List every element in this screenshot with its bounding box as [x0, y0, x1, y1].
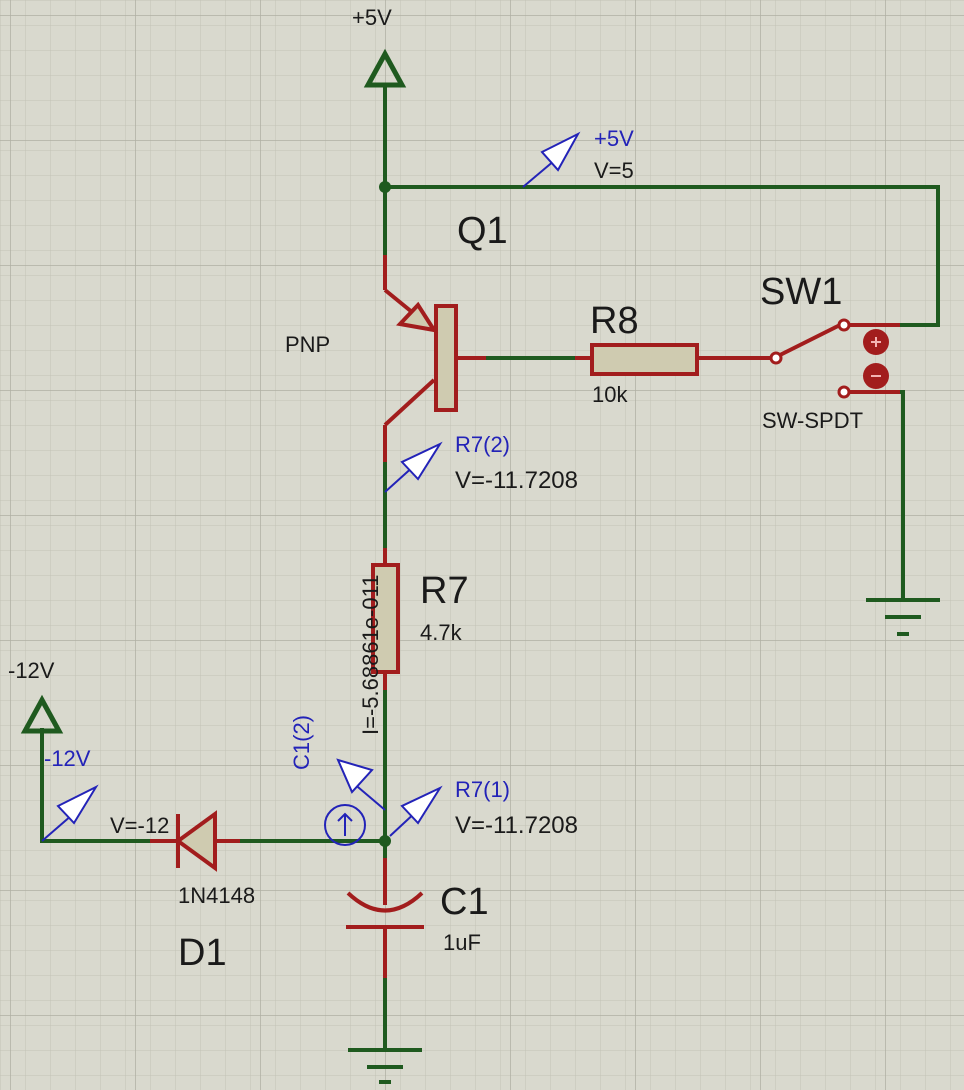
c1-value: 1uF: [443, 930, 481, 955]
switch-sw1[interactable]: [714, 318, 900, 399]
resistor-r7[interactable]: [371, 548, 400, 690]
transistor-q1[interactable]: [383, 255, 486, 462]
q1-type: PNP: [285, 332, 330, 357]
terminal-vee[interactable]: [20, 694, 64, 734]
capacitor-c1[interactable]: [346, 858, 424, 978]
probe-5v-name: +5V: [594, 126, 634, 151]
diode-d1[interactable]: [150, 810, 240, 872]
ground-sw1[interactable]: [866, 598, 940, 636]
current-probe-c1-2[interactable]: [324, 758, 386, 846]
terminal-vcc[interactable]: [363, 48, 407, 88]
probe-r7-1-name: R7(1): [455, 777, 510, 802]
junction-vcc: [379, 181, 391, 193]
r7-ref: R7: [420, 570, 469, 612]
voltage-probe-5v[interactable]: [522, 131, 581, 188]
vcc-label: +5V: [352, 5, 392, 30]
voltage-probe-r7-1[interactable]: [389, 785, 443, 837]
voltage-probe-neg12v[interactable]: [41, 784, 99, 842]
r8-ref: R8: [590, 300, 639, 342]
probe-r7-2-name: R7(2): [455, 432, 510, 457]
probe-5v-value: V=5: [594, 158, 634, 183]
d1-ref: D1: [178, 932, 227, 974]
probe-neg12v-value: V=-12: [110, 813, 169, 838]
q1-ref: Q1: [457, 210, 508, 252]
vee-label: -12V: [8, 658, 55, 683]
sw1-type: SW-SPDT: [762, 408, 863, 433]
d1-part: 1N4148: [178, 883, 255, 908]
r7-current-label: I=-5.68861e-011: [358, 575, 383, 735]
r8-value: 10k: [592, 382, 628, 407]
c1-ref: C1: [440, 881, 489, 923]
probe-r7-1-value: V=-11.7208: [455, 812, 578, 839]
probe-neg12v-name: -12V: [44, 746, 91, 771]
r7-value: 4.7k: [420, 620, 463, 645]
voltage-probe-r7-2[interactable]: [384, 441, 443, 493]
wire-vcc-sw1: [383, 185, 940, 327]
sw1-ref: SW1: [760, 271, 842, 313]
ground-c1[interactable]: [348, 1048, 422, 1084]
resistor-r8[interactable]: [575, 343, 714, 376]
junction-node: [379, 835, 391, 847]
wire-sw1-gnd: [898, 390, 905, 602]
probe-r7-2-value: V=-11.7208: [455, 467, 578, 494]
c1-2-probe-name: C1(2): [289, 715, 314, 770]
